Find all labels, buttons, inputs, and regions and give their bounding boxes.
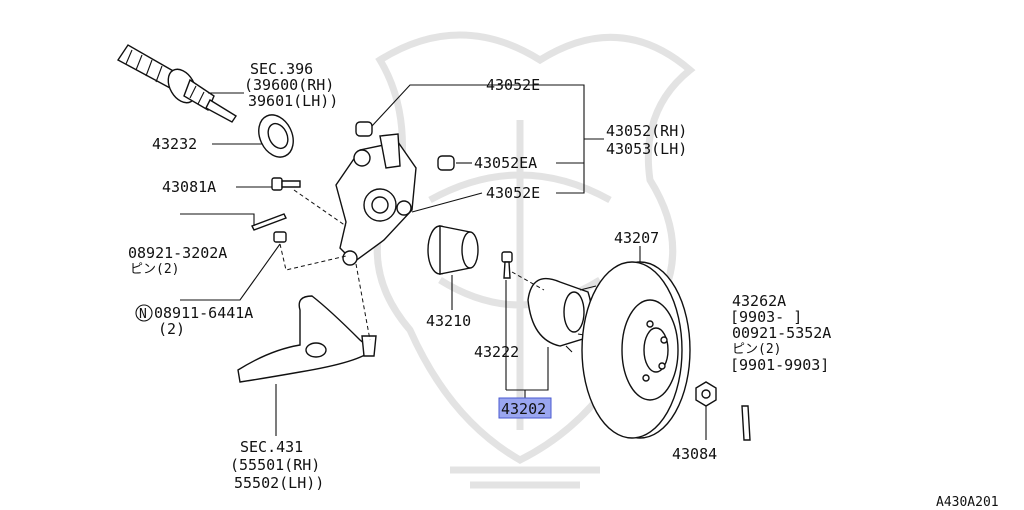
label-43053-lh: 43053(LH) bbox=[606, 140, 687, 158]
label-43084: 43084 bbox=[672, 445, 717, 463]
label-43052e-bottom: 43052E bbox=[486, 184, 540, 202]
hub-cap-icon bbox=[427, 225, 479, 275]
nut-icon bbox=[273, 231, 717, 407]
oil-seal-icon bbox=[258, 114, 294, 158]
circled-n-icon bbox=[135, 304, 153, 322]
label-43052-rh: 43052(RH) bbox=[606, 122, 687, 140]
label-08921: 08921-3202A bbox=[128, 244, 227, 262]
label-sec396: SEC.396 bbox=[250, 60, 313, 78]
label-pin2-b: ピン(2) bbox=[732, 342, 781, 357]
label-pin2-a: ピン(2) bbox=[130, 262, 179, 277]
bolt-icon bbox=[271, 177, 513, 279]
bushing-icon bbox=[355, 121, 455, 171]
highlight-box bbox=[498, 397, 552, 419]
label-00921: 00921-5352A bbox=[732, 324, 831, 342]
label-43052e-top: 43052E bbox=[486, 76, 540, 94]
label-43081a: 43081A bbox=[162, 178, 216, 196]
label-39600: (39600(RH) bbox=[244, 76, 334, 94]
label-43210: 43210 bbox=[426, 312, 471, 330]
cotter-pin-icon bbox=[251, 213, 751, 441]
label-43262a: 43262A bbox=[732, 292, 786, 310]
label-55502: 55502(LH)) bbox=[234, 474, 324, 492]
wheel-hub-icon bbox=[527, 277, 601, 353]
label-43232: 43232 bbox=[152, 135, 197, 153]
figure-code: A430A201 bbox=[936, 495, 999, 510]
label-43052ea: 43052EA bbox=[474, 154, 537, 172]
leader-lines bbox=[180, 84, 707, 440]
label-qty2: (2) bbox=[158, 320, 185, 338]
brake-rotor-icon bbox=[581, 261, 691, 439]
label-55501: (55501(RH) bbox=[230, 456, 320, 474]
label-bracket-9901: [9901-9903] bbox=[730, 356, 829, 374]
label-bracket-9903: [9903- ] bbox=[730, 308, 802, 326]
label-43202[interactable]: 43202 bbox=[501, 400, 546, 418]
label-43207: 43207 bbox=[614, 229, 659, 247]
lower-arm-icon bbox=[237, 295, 377, 383]
drive-shaft-icon bbox=[116, 44, 237, 123]
label-08911: 08911-6441A bbox=[154, 304, 253, 322]
label-sec431: SEC.431 bbox=[240, 438, 303, 456]
label-43222: 43222 bbox=[474, 343, 519, 361]
label-39601: 39601(LH)) bbox=[248, 92, 338, 110]
label-circled-n: N bbox=[139, 307, 147, 322]
knuckle-icon bbox=[335, 133, 417, 266]
